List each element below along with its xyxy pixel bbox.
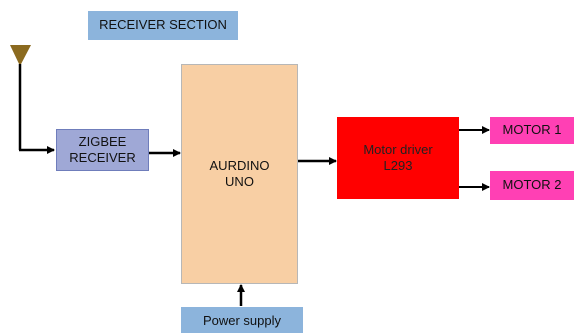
section-title-label: RECEIVER SECTION	[99, 17, 227, 33]
arduino-uno-block: AURDINO UNO	[181, 64, 298, 284]
section-title: RECEIVER SECTION	[88, 11, 238, 40]
arduino-uno-label: AURDINO UNO	[209, 157, 270, 189]
power-supply-label: Power supply	[202, 313, 282, 328]
zigbee-receiver-block: ZIGBEE RECEIVER	[56, 129, 149, 171]
motor1-label: MOTOR 1	[502, 122, 562, 138]
power-supply-block: Power supply	[181, 307, 303, 333]
antenna-icon	[10, 45, 31, 66]
motor2-label: MOTOR 2	[502, 177, 562, 193]
motor-driver-block: Motor driver L293	[337, 117, 459, 199]
zigbee-receiver-label: ZIGBEE RECEIVER	[69, 133, 136, 165]
motor1-block: MOTOR 1	[490, 117, 574, 144]
motor-driver-label: Motor driver L293	[363, 141, 433, 173]
motor2-block: MOTOR 2	[490, 171, 574, 200]
